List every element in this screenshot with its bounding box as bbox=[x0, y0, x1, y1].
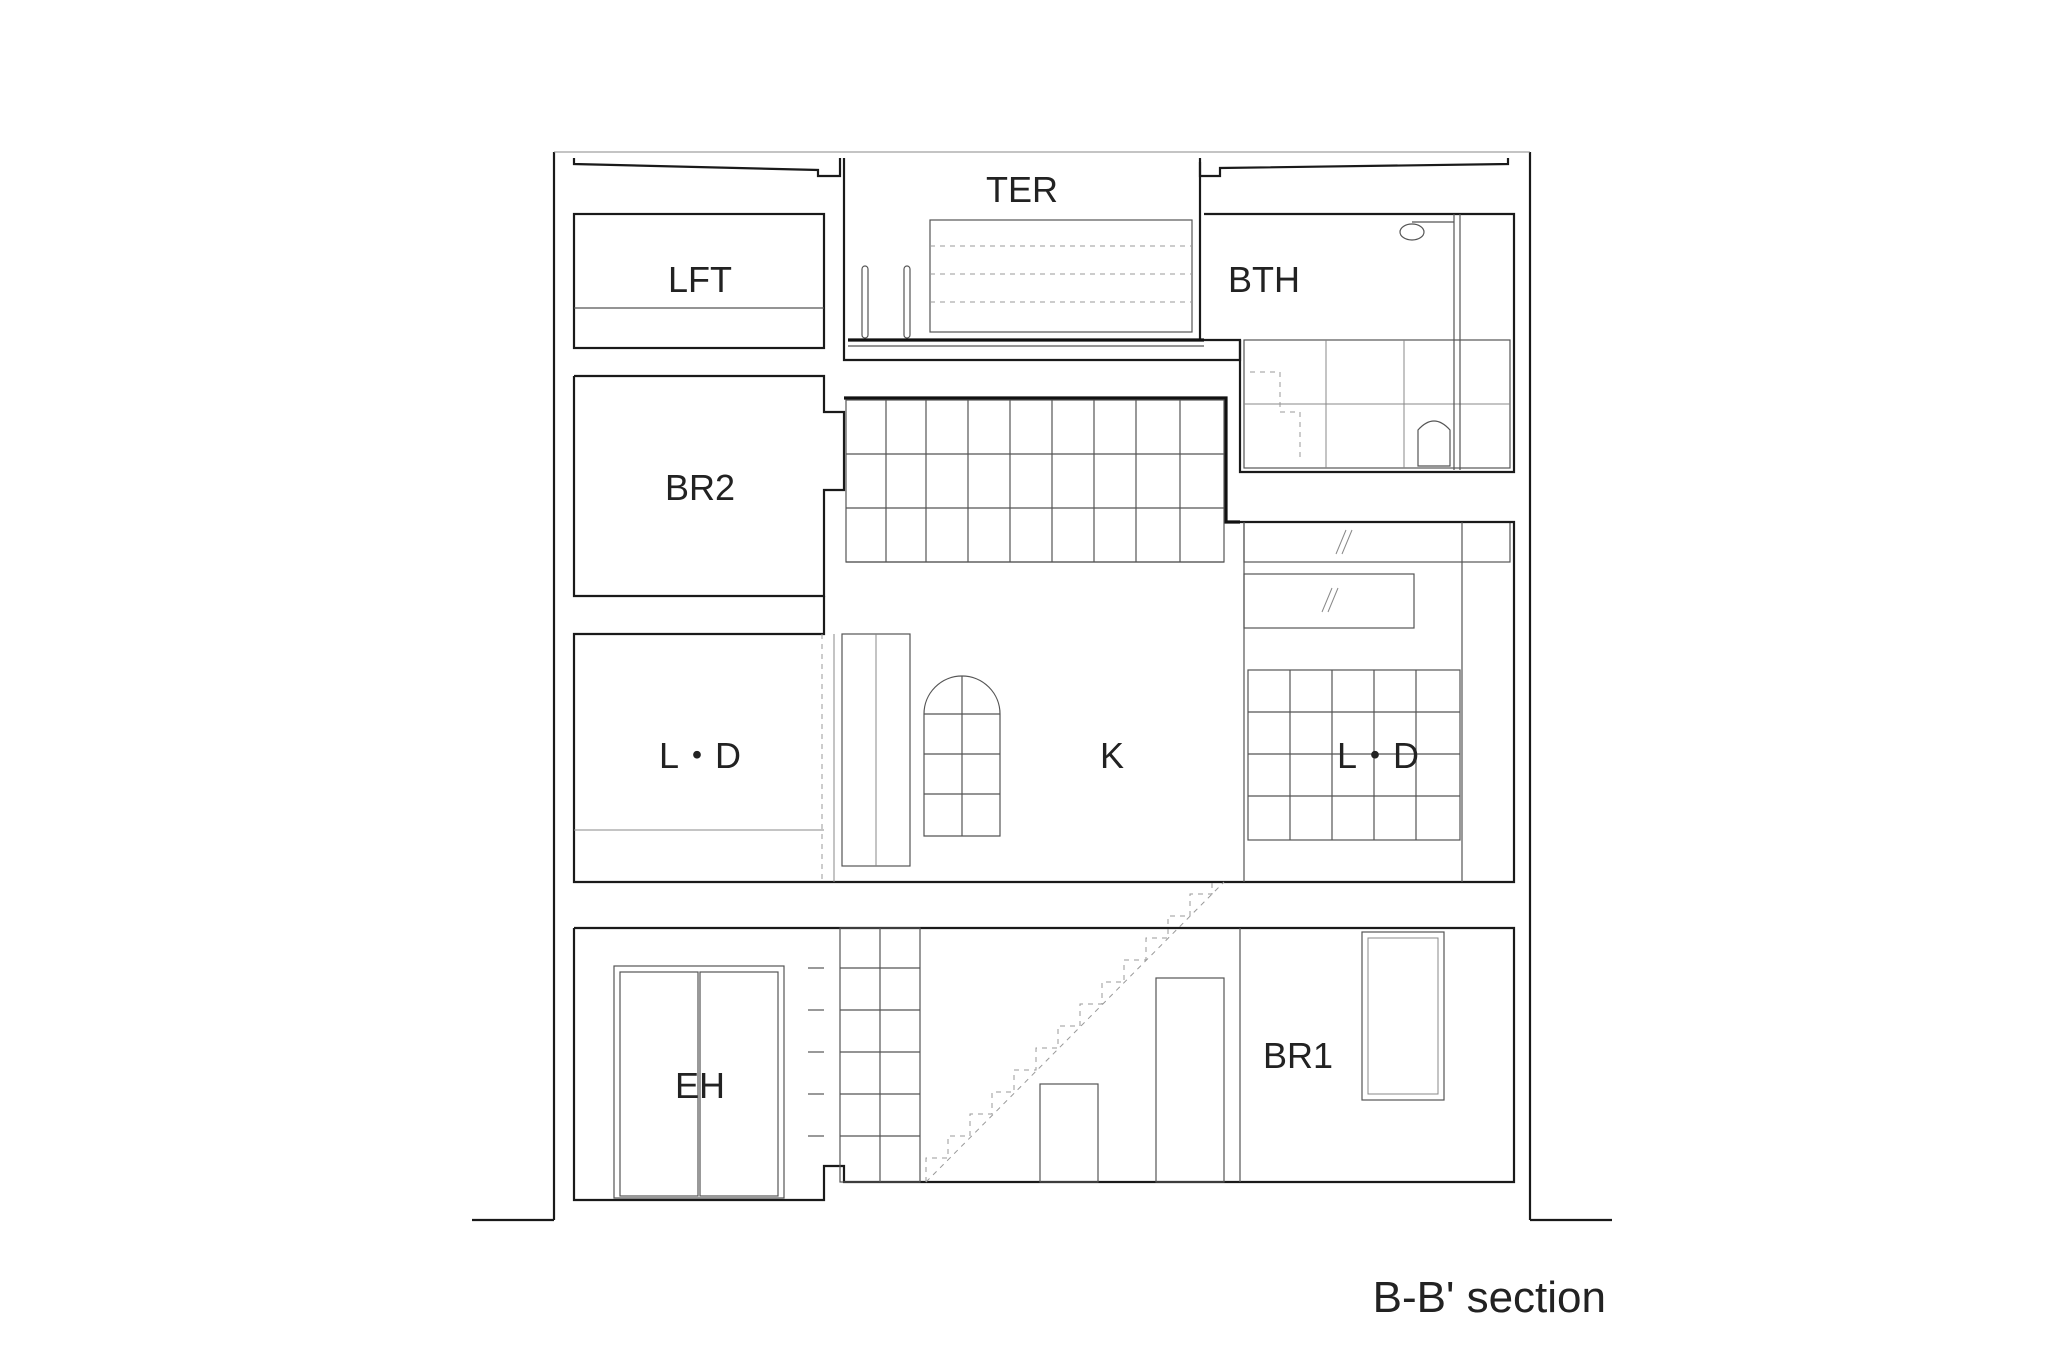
living-floor-outline bbox=[572, 520, 1516, 884]
entrance-door-frame bbox=[613, 965, 785, 1199]
label-ter: TER bbox=[986, 169, 1058, 210]
label-br1: BR1 bbox=[1263, 1035, 1333, 1076]
partition-top bbox=[844, 396, 1240, 524]
bathroom-outline bbox=[1204, 212, 1516, 474]
arched-window-frame bbox=[923, 675, 1001, 837]
terrace-handrail-2 bbox=[903, 265, 911, 339]
label-ld-right: L・D bbox=[1337, 735, 1419, 776]
glass-mark-2 bbox=[1321, 587, 1333, 613]
label-eh: EH bbox=[675, 1065, 725, 1106]
terrace-handrail-1 bbox=[861, 265, 869, 339]
shoe-shelf bbox=[808, 927, 921, 1183]
staircase-stringer bbox=[925, 881, 1225, 1183]
entrance-door-leaf-left bbox=[619, 971, 699, 1197]
glass-mark-1 bbox=[1335, 529, 1347, 555]
entrance-doors bbox=[613, 965, 785, 1199]
grid-window-frame bbox=[1247, 669, 1461, 841]
shower-head-icon bbox=[1399, 223, 1425, 241]
parapet-left bbox=[572, 158, 842, 178]
label-k: K bbox=[1100, 735, 1124, 776]
glass-mark-1b bbox=[1341, 529, 1353, 555]
label-bth: BTH bbox=[1228, 259, 1300, 300]
bathtub-hidden-line bbox=[1250, 371, 1301, 460]
glass-mark-2b bbox=[1327, 587, 1339, 613]
bedroom-1-window-inner bbox=[1367, 937, 1439, 1095]
clerestory-window-2 bbox=[1243, 573, 1415, 629]
staircase-hidden-line bbox=[925, 882, 1213, 1182]
clerestory-window-1 bbox=[1243, 521, 1511, 563]
partition-frame bbox=[845, 399, 1225, 563]
bedroom-2 bbox=[572, 374, 846, 598]
faucet-icon bbox=[1417, 420, 1451, 467]
bedroom-1-door bbox=[1155, 977, 1225, 1183]
building-outline bbox=[472, 151, 1612, 1222]
section-caption: B-B' section bbox=[1373, 1273, 1606, 1322]
loft-room bbox=[572, 212, 826, 350]
ground-floor-outline bbox=[572, 926, 1516, 1202]
bathroom bbox=[1204, 212, 1516, 474]
label-lft: LFT bbox=[668, 259, 732, 300]
label-ld-left: L・D bbox=[659, 735, 741, 776]
grid-window-right bbox=[1247, 669, 1461, 841]
bedroom-1-window bbox=[1361, 931, 1445, 1101]
arched-window bbox=[923, 675, 1001, 837]
glazed-partition bbox=[844, 396, 1240, 563]
label-br2: BR2 bbox=[665, 467, 735, 508]
terrace-screen bbox=[929, 219, 1193, 333]
parapet-right bbox=[1198, 158, 1510, 178]
entrance-door-leaf-right bbox=[699, 971, 779, 1197]
storage-door bbox=[1039, 1083, 1099, 1183]
